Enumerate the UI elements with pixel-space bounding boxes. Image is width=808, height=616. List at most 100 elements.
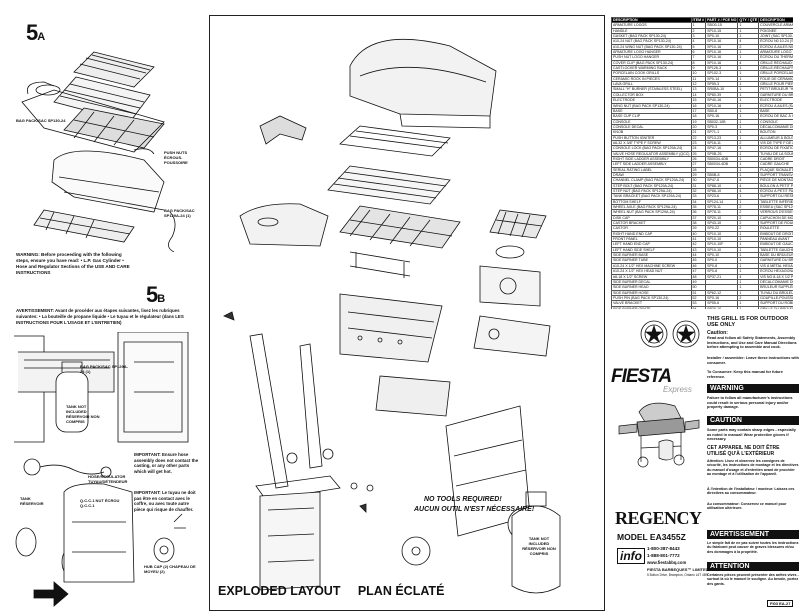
exploded-layout-title: EXPLODED LAYOUT PLAN ÉCLATÉ: [218, 584, 445, 598]
tank-label: TANK RÉSERVOIR: [20, 496, 44, 506]
company-address: 5 Bolton Drive, Brampton, Ontario L6T 4B…: [647, 573, 708, 577]
step-number: 5: [146, 282, 158, 307]
table-cell: TUYAU DE LA SOUPAPE ET DÉTENDEUR (QCC): [758, 150, 793, 157]
table-cell: EMBOUT DE DROITE: [758, 230, 793, 238]
fr-consumer-text: Au consommateur: Conservez ce manuel pou…: [707, 502, 787, 511]
parts-table-header-cell: PART # / PCE NO: [705, 17, 739, 24]
step-5b-illustration: [14, 332, 189, 607]
table-cell: JOINT (SAC SP130-24): [758, 32, 793, 40]
bag-pack-label-top: BAG PACK/SAC SP130-24: [16, 118, 66, 123]
fr-installer-text: À l'intention de l'installateur / monteu…: [707, 487, 795, 496]
table-cell: PUSH NUT LOGO HANGER: [611, 54, 692, 61]
table-cell: LEFT HAND SIDE SHELF: [611, 246, 692, 254]
exploded-layout-illustration: [223, 38, 561, 594]
table-cell: RIGHT SIDE LADDER ASSEMBLY: [611, 155, 692, 163]
table-cell: PUSH PIN (BAG PACK SP130-24): [611, 294, 692, 302]
table-cell: ÉCROU DE BAC À GRAISSE: [758, 113, 793, 120]
table-cell: RIGHT HAND END CAP: [611, 230, 692, 238]
parts-table-header-cell: QTY / QTÉ: [737, 17, 760, 24]
table-cell: TABLETTE GAUCHE EN BOIS: [758, 246, 793, 254]
table-cell: SMALL "H" BURNER (STAINLESS STEEL): [611, 86, 692, 93]
attention-text: Certaines pièces peuvent présenter des a…: [707, 573, 799, 586]
document-code: FI03 EA-27: [767, 600, 794, 607]
tank-not-included-label: TANK NOT INCLUDED RÉSERVOIR NON COMPRIS: [66, 404, 100, 424]
table-cell: ALLUMEUR À BOUTON-POUSSOIR: [758, 134, 793, 141]
table-cell: PANNEAU AVANT: [758, 236, 793, 243]
table-cell: CHANNEL CLAMP (BAG PACK SP129A-24): [611, 177, 692, 184]
table-cell: WING NUT (BAG PACK SP130-24): [611, 102, 692, 109]
table-cell: WHEEL AXLE (BAG PACK SP129A-24): [611, 203, 692, 211]
table-cell: #10-24 X 1/2" HEX MACHINE SCREW: [611, 262, 692, 270]
table-cell: COUVERCLE ARMATURE: [758, 22, 793, 29]
company-name: FIESTA BARBEQUES™ LIMITED: [647, 567, 709, 572]
table-cell: GRILLE PORCELAINISÉE: [758, 70, 793, 77]
bag-pack-label-bottom: BAG PACK/SAC SP129A-24 (1): [80, 364, 128, 374]
table-cell: VERROUS D'ESSIEU (SAC SP129A-24): [758, 209, 793, 216]
table-cell: ÉCROU HEXAGONAL À TÊTE HEXAGONALE NO 10-…: [758, 268, 793, 275]
table-cell: TUYAU DU BRÛLEUR LATÉRAL: [758, 289, 793, 296]
table-cell: GARNITURE DU BRÛLEUR: [758, 91, 793, 99]
info-logo: info: [617, 548, 645, 564]
no-tools-required-fr: AUCUN OUTIL N'EST NÉCESSAIRE!: [414, 506, 535, 513]
table-cell: GRILLE RÉCHAUD COUVERCLE: [758, 59, 793, 67]
table-cell: LEFT SIDE LADDER ASSEMBLY: [611, 161, 692, 168]
table-cell: GOUPILLE-POUSSOIR (SAC SP130-24): [758, 294, 793, 302]
table-cell: SP124-14: [705, 198, 739, 206]
table-cell: #10-24 NUT (BAG PACK SP130-24): [611, 38, 692, 45]
step-letter: A: [37, 31, 45, 43]
avertissement-text: Le simple fait de ne pas suivre toutes l…: [707, 541, 799, 554]
warning-header: WARNING: [707, 384, 799, 393]
table-cell: GRILLE-RÉCHAUFFAGE: [758, 65, 793, 72]
table-cell: PUSH BUTTON IGNITER: [611, 134, 692, 141]
table-cell: 1: [737, 305, 760, 309]
caution-text: Read and follow all Safety Statements, A…: [707, 336, 797, 350]
table-cell: CASTLOCKER WARMING RACK: [611, 65, 692, 72]
caution-sharp-edges-text: Some parts may contain sharp edges - esp…: [707, 428, 796, 442]
table-cell: #10-24 WING NUT (BAG PACK SP130-24): [611, 43, 692, 51]
grill-product-image: [618, 402, 700, 468]
fiesta-logo: FIESTA: [611, 366, 672, 387]
table-cell: ROULETTE: [758, 225, 793, 232]
table-cell: EMBOUT DE GAUCHE: [758, 241, 793, 248]
tank-not-included-center: TANK NOT INCLUDED RÉSERVOIR NON COMPRIS: [522, 536, 556, 556]
table-cell: SBO0-15: [705, 22, 739, 29]
table-cell: COVER CLIP (BAG PACK SP130-24): [611, 59, 692, 67]
table-cell: VIS À MÉTAL HEXAGONALE NO 10-24 X 1/2PO: [758, 262, 793, 270]
table-cell: #10-24 X 1/2" HEX HEAD NUT: [611, 268, 692, 275]
table-cell: SIDE BURNER GRATE: [611, 305, 692, 309]
table-cell: TABLETTE INFÉRIEURE: [758, 198, 793, 206]
table-cell: PIÈCE DE MONTAGE (SAC SP129A-24): [758, 177, 793, 184]
warning-text-fr: AVERTISSEMENT: Avant de procéder aux éta…: [16, 308, 184, 325]
table-cell: FOLIE DE CÉRAMIQUES (EN MORCEAUX): [758, 75, 793, 83]
table-cell: ÉCROU DE FIXATION DE LA CONSOLE (SAC SP1…: [758, 145, 793, 152]
table-cell: CONSOLE LOCK (BAG PACK SP129A-24): [611, 145, 692, 152]
table-cell: DÉCALCOMANIE DE LA CONSOLE: [758, 123, 793, 131]
table-cell: ESSIEU (SAC SP129A-24): [758, 203, 793, 211]
table-cell: CADRE GAUCHE: [758, 161, 793, 168]
consumer-note: To Consumer: Keep this manual for future…: [707, 370, 783, 379]
table-cell: BRÛLEUR SUPPLÉMENTAIRE: [758, 284, 793, 291]
express-logo: Express: [663, 385, 692, 394]
table-cell: ÉLECTRODE: [758, 97, 793, 104]
exploded-layout-panel: NO TOOLS REQUIRED! AUCUN OUTIL N'EST NÉC…: [209, 15, 605, 611]
phone-1: 1-800-387-8443: [647, 546, 680, 551]
table-cell: GASKET (BAG PACK SP130-24): [611, 32, 692, 40]
table-cell: POIGNÉE: [758, 27, 793, 35]
fr-attention-text: Attention: Lisez et observez les consign…: [707, 459, 799, 477]
table-cell: VIS NO 8-18 X 1/2 PO: [758, 273, 793, 280]
table-cell: SUPPORT DE ROULETTE: [758, 220, 793, 227]
table-cell: SR0BA-10: [705, 86, 739, 93]
important-note-fr: IMPORTANT: Le tuyau ne doit pas être en …: [134, 490, 196, 512]
